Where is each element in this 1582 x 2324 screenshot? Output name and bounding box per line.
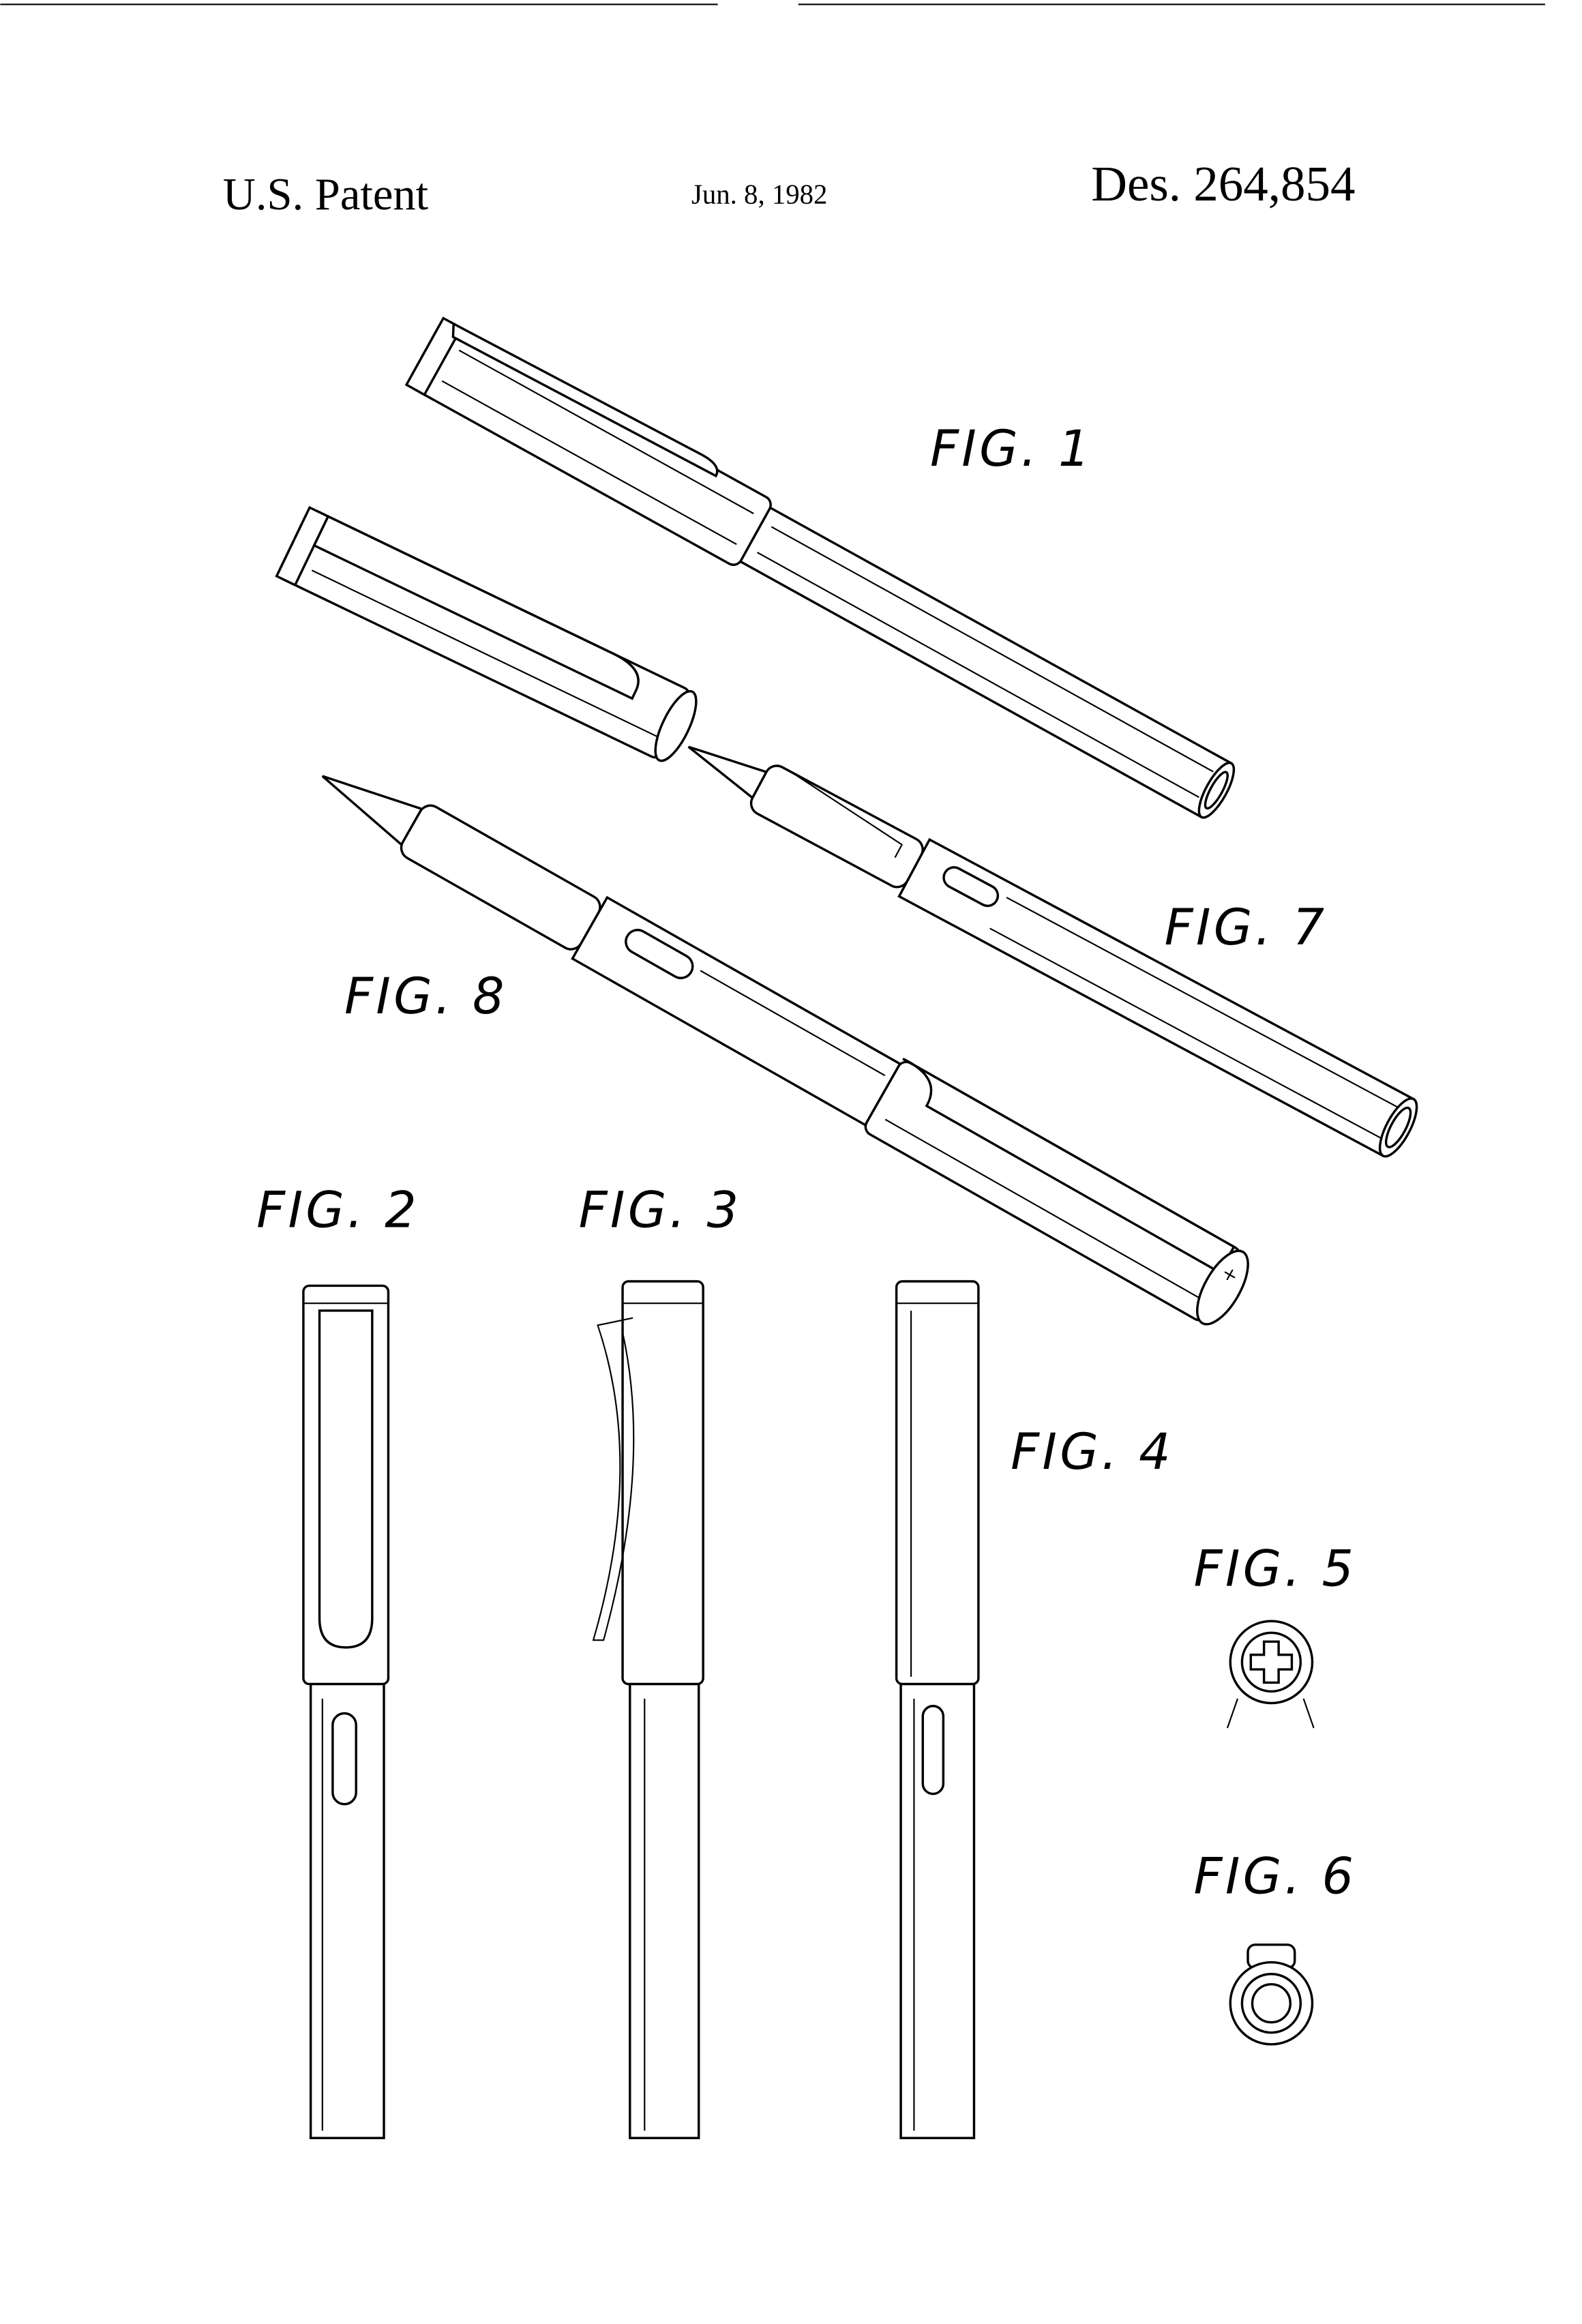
fig8-label: FIG. 8 [344,968,507,1026]
fig2-front-view-drawing [302,1284,390,2139]
fig7-label: FIG. 7 [1165,899,1328,957]
fig1-capped-pen-drawing [404,316,1236,819]
patent-label: U.S. Patent [223,170,429,220]
patent-number: Des. 264,854 [1091,156,1355,211]
fig7-cap-drawing [275,505,698,762]
fig8-pen-drawing [321,775,1249,1326]
fig5-label: FIG. 5 [1194,1540,1357,1598]
fig3-label: FIG. 3 [579,1182,742,1240]
fig4-rear-view-drawing [895,1280,980,2139]
fig4-label: FIG. 4 [1011,1423,1174,1481]
fig5-end-view-drawing [1226,1620,1315,1729]
fig2-label: FIG. 2 [256,1182,419,1240]
fig6-label: FIG. 6 [1194,1848,1357,1906]
fig7-pen-drawing [687,745,1418,1158]
patent-date: Jun. 8, 1982 [691,179,827,209]
fig3-side-view-drawing [592,1280,704,2139]
fig1-label: FIG. 1 [930,420,1093,478]
fig6-end-view-drawing [1229,1943,1314,2046]
